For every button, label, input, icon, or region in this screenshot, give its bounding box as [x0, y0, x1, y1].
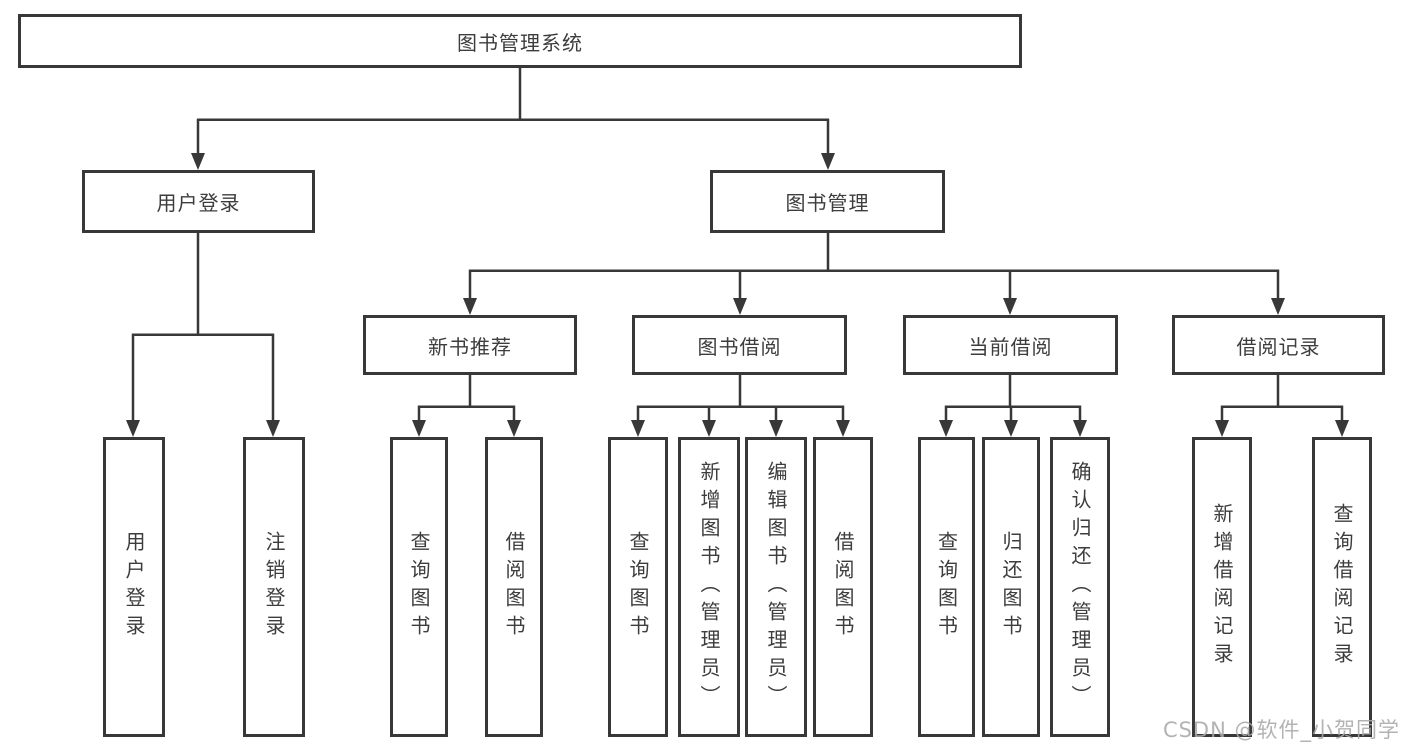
leaf-query-books-3: 查询图书 — [918, 437, 975, 737]
arrow-down-icon — [1073, 420, 1087, 437]
node-label: 确认归还（管理员） — [1068, 461, 1092, 713]
node-label: 查询图书 — [626, 531, 650, 643]
arrow-down-icon — [507, 420, 521, 437]
leaf-borrow-books-1: 借阅图书 — [485, 437, 543, 737]
arrow-down-icon — [126, 420, 140, 437]
node-label: 借阅记录 — [1236, 334, 1321, 359]
arrow-down-icon — [1215, 420, 1229, 437]
leaf-query-borrow-record: 查询借阅记录 — [1312, 437, 1372, 737]
node-label: 编辑图书（管理员） — [764, 461, 788, 713]
node-label: 查询图书 — [934, 531, 959, 643]
arrow-down-icon — [463, 298, 477, 315]
node-label: 图书管理系统 — [457, 30, 583, 55]
csdn-watermark: CSDN @软件_小贺同学 — [1162, 718, 1400, 742]
node-label: 归还图书 — [999, 531, 1023, 643]
node-label: 用户登录 — [156, 191, 241, 215]
node-label: 查询借阅记录 — [1330, 503, 1354, 671]
arrow-down-icon — [1335, 420, 1349, 437]
arrow-down-icon — [821, 153, 835, 170]
leaf-edit-books-admin: 编辑图书（管理员） — [745, 437, 807, 737]
node-user-login: 用户登录 — [82, 170, 315, 233]
arrow-down-icon — [733, 298, 747, 315]
leaf-add-books-admin: 新增图书（管理员） — [678, 437, 740, 737]
leaf-logout: 注销登录 — [243, 437, 305, 737]
node-label: 查询图书 — [407, 531, 431, 643]
arrow-down-icon — [412, 420, 426, 437]
node-label: 借阅图书 — [831, 531, 855, 643]
leaf-borrow-books-2: 借阅图书 — [813, 437, 873, 737]
arrow-down-icon — [836, 420, 850, 437]
node-label: 注销登录 — [262, 531, 286, 643]
leaf-query-books-1: 查询图书 — [390, 437, 448, 737]
node-label: 新书推荐 — [428, 334, 512, 359]
node-label: 用户登录 — [122, 531, 146, 643]
arrow-down-icon — [1003, 298, 1017, 315]
node-current-borrow: 当前借阅 — [903, 315, 1118, 375]
node-system-root: 图书管理系统 — [18, 14, 1022, 68]
arrow-down-icon — [702, 420, 716, 437]
node-label: 新增借阅记录 — [1210, 503, 1234, 671]
arrow-down-icon — [939, 420, 953, 437]
node-label: 新增图书（管理员） — [697, 461, 721, 713]
node-label: 当前借阅 — [968, 334, 1053, 359]
node-label: 图书借阅 — [697, 334, 782, 359]
leaf-add-borrow-record: 新增借阅记录 — [1192, 437, 1252, 737]
leaf-query-books-2: 查询图书 — [608, 437, 668, 737]
node-label: 图书管理 — [785, 191, 870, 215]
node-new-book-recommend: 新书推荐 — [363, 315, 577, 375]
node-label: 借阅图书 — [502, 531, 526, 643]
arrow-down-icon — [1004, 420, 1018, 437]
node-book-borrow: 图书借阅 — [632, 315, 847, 375]
leaf-return-books: 归还图书 — [982, 437, 1040, 737]
leaf-confirm-return-admin: 确认归还（管理员） — [1050, 437, 1110, 737]
node-borrow-record: 借阅记录 — [1172, 315, 1385, 375]
arrow-down-icon — [1271, 298, 1285, 315]
arrow-down-icon — [266, 420, 280, 437]
leaf-user-login: 用户登录 — [103, 437, 165, 737]
arrow-down-icon — [769, 420, 783, 437]
arrow-down-icon — [631, 420, 645, 437]
arrow-down-icon — [191, 153, 205, 170]
node-book-management: 图书管理 — [710, 170, 945, 233]
